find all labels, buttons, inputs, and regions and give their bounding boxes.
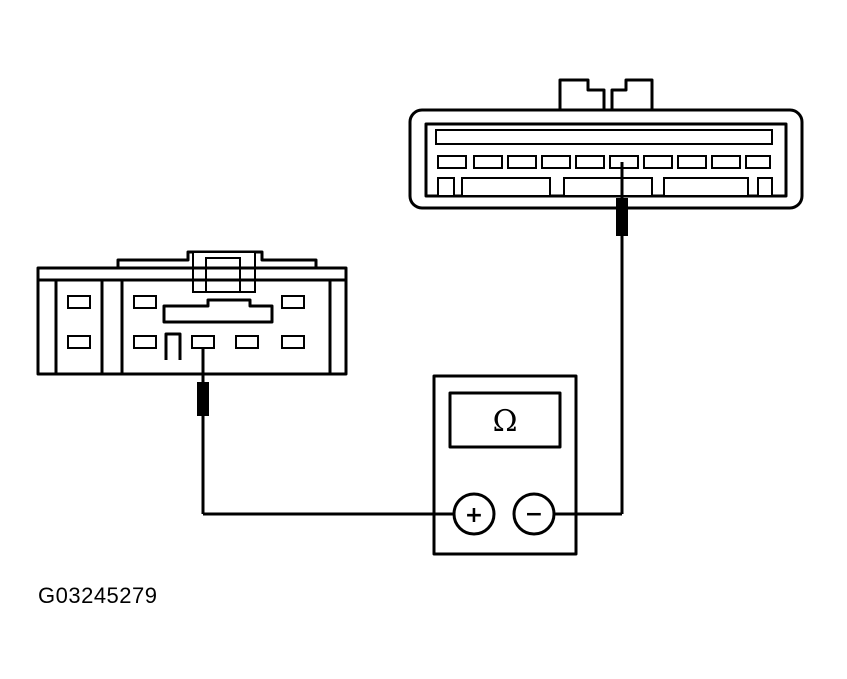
right-probe	[616, 162, 628, 514]
ohm-symbol: Ω	[493, 404, 518, 439]
figure-label: G03245279	[38, 583, 158, 608]
left-probe	[197, 348, 209, 514]
meter-display	[448, 391, 562, 449]
negative-symbol: −	[525, 502, 543, 527]
ohmmeter: Ω + −	[432, 374, 578, 556]
positive-symbol: +	[465, 503, 483, 528]
right-connector	[408, 78, 804, 210]
left-connector	[36, 250, 348, 376]
